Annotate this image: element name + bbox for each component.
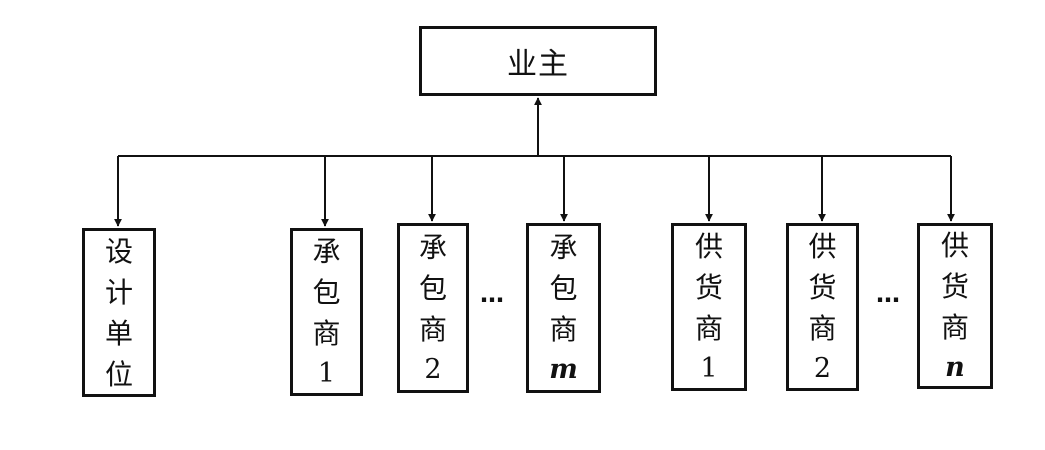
contractor-index: 1 [317, 358, 336, 389]
contractor-index: m [549, 354, 578, 385]
contractor-char: 商 [418, 313, 447, 346]
design-unit-char: 位 [104, 357, 133, 391]
contractor-char: 承 [549, 231, 578, 264]
supplier-char: 商 [808, 312, 837, 345]
supplier-index: 2 [813, 353, 832, 384]
supplier-char: 供 [694, 230, 723, 263]
contractor-index: 2 [424, 354, 442, 385]
owner-label: 业主 [507, 47, 569, 82]
design-unit-box: 设 计 单 位 [82, 228, 156, 397]
supplier-char: 供 [808, 230, 837, 263]
supplier-2-box: 供 货 商 2 [786, 223, 859, 391]
contractor-2-box: 承 包 商 2 [397, 223, 469, 393]
contractor-char: 包 [549, 272, 578, 305]
contractor-char: 包 [418, 272, 447, 305]
supplier-char: 货 [694, 271, 723, 304]
contractor-1-box: 承 包 商 1 [290, 228, 363, 396]
contractor-char: 商 [549, 313, 578, 346]
supplier-n-box: 供 货 商 n [917, 223, 993, 389]
design-unit-char: 设 [104, 234, 133, 268]
supplier-char: 商 [940, 311, 969, 344]
contractor-char: 包 [312, 276, 341, 309]
supplier-char: 供 [940, 229, 969, 262]
owner-box: 业主 [419, 26, 657, 96]
contractor-char: 商 [312, 317, 341, 350]
contractor-ellipsis: … [480, 280, 505, 308]
contractor-m-box: 承 包 商 m [526, 223, 601, 393]
supplier-index: 1 [700, 353, 718, 384]
supplier-char: 货 [808, 271, 837, 304]
contractor-char: 承 [312, 235, 341, 268]
design-unit-char: 单 [104, 316, 133, 350]
supplier-char: 商 [694, 312, 723, 345]
supplier-ellipsis: … [876, 280, 901, 308]
supplier-1-box: 供 货 商 1 [671, 223, 747, 391]
supplier-char: 货 [940, 270, 969, 303]
contractor-char: 承 [418, 231, 447, 264]
supplier-index: n [945, 352, 965, 383]
design-unit-char: 计 [104, 275, 133, 309]
